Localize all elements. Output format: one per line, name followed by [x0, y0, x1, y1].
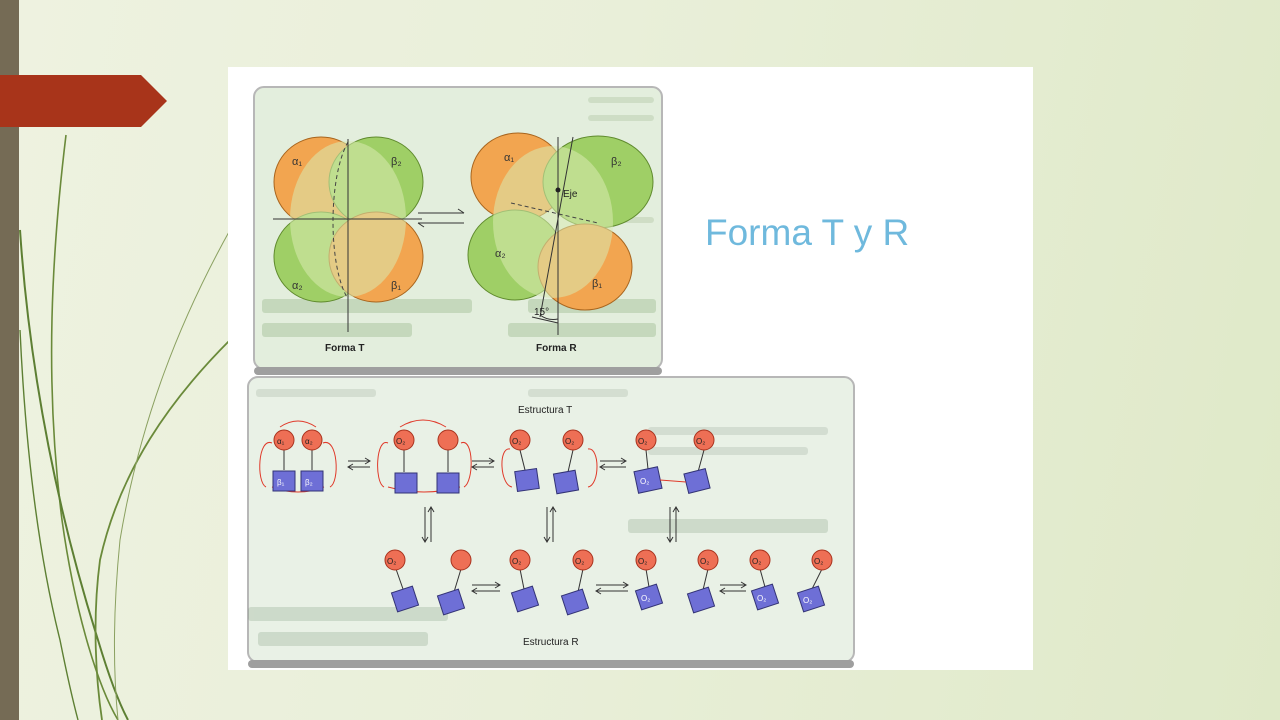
r1-o2-label: O₂	[387, 557, 396, 566]
forma-r-alpha1-label: α₁	[504, 152, 514, 164]
forma-r-beta2-label: β₂	[611, 156, 622, 168]
estructura-r-label: Estructura R	[523, 637, 579, 648]
slide-title: Forma T y R	[705, 212, 910, 253]
r-state-group-1: O₂	[384, 549, 472, 616]
r4-o2-label-3: O₂	[757, 594, 766, 603]
panel-forma-t-r: α₁ β₂ α₂ β₁ Forma T	[253, 86, 663, 375]
forma-t-beta1-label: β₁	[391, 280, 401, 292]
forma-t-label: Forma T	[325, 343, 364, 354]
estructura-t-label: Estructura T	[518, 405, 572, 416]
t1-alpha2-label: α₂	[305, 437, 313, 446]
t-state-group-3: O₂ O₂	[501, 429, 598, 495]
t4-o2-label-3: O₂	[640, 477, 649, 486]
faded-background-text	[248, 389, 828, 646]
forma-t-beta2-label: β₂	[391, 156, 402, 168]
forma-t-alpha1-label: α₁	[292, 156, 302, 168]
r3-o2-label-3: O₂	[641, 594, 650, 603]
r3-o2-label-1: O₂	[638, 557, 647, 566]
sidebar-bar	[0, 0, 19, 720]
r2-o2-label-2: O₂	[575, 557, 584, 566]
r4-o2-label-4: O₂	[803, 596, 812, 605]
forma-r-axis-label: Eje	[563, 189, 578, 200]
row-t-arrows	[347, 457, 627, 471]
t-state-group-1: α₁ α₂ β₁ β₂	[259, 420, 337, 493]
t2-o2-label: O₂	[396, 437, 405, 446]
forma-r-label: Forma R	[536, 343, 577, 354]
r3-o2-label-2: O₂	[700, 557, 709, 566]
equilibrium-arrows-top	[417, 208, 465, 228]
r2-o2-label-1: O₂	[512, 557, 521, 566]
r-state-group-2: O₂ O₂	[509, 549, 594, 616]
r4-o2-label-1: O₂	[752, 557, 761, 566]
diagram-forma-r: Eje 15° α₁ β₂ α₂ β₁ Forma R	[467, 132, 654, 354]
r-state-group-3: O₂ O₂ O₂	[634, 549, 719, 614]
decorative-curves	[19, 134, 231, 720]
r4-o2-label-2: O₂	[814, 557, 823, 566]
r-state-group-4: O₂ O₂ O₂ O₂	[749, 549, 833, 613]
t3-o2-label-1: O₂	[512, 437, 521, 446]
t4-o2-label-2: O₂	[696, 437, 705, 446]
forma-t-alpha2-label: α₂	[292, 280, 303, 292]
t-state-group-2: O₂	[377, 419, 472, 494]
t1-beta2-label: β₂	[305, 478, 313, 487]
t1-alpha1-label: α₁	[277, 437, 285, 446]
t1-beta1-label: β₁	[277, 478, 285, 487]
t3-o2-label-2: O₂	[565, 437, 574, 446]
forma-r-angle-label: 15°	[534, 307, 549, 318]
hemoglobin-figure: α₁ β₂ α₂ β₁ Forma T	[228, 67, 1033, 670]
forma-r-beta1-label: β₁	[592, 278, 602, 290]
panel-estructura-t-r: Estructura T Estructura R α₁ α₂ β₁ β₂	[247, 376, 855, 668]
diagram-forma-t: α₁ β₂ α₂ β₁ Forma T	[273, 136, 424, 354]
t4-o2-label-1: O₂	[638, 437, 647, 446]
t-state-group-4: O₂ O₂ O₂	[633, 429, 715, 494]
forma-r-alpha2-label: α₂	[495, 248, 506, 260]
red-accent-tab	[0, 75, 167, 127]
vertical-arrows	[421, 506, 680, 543]
row-r-arrows	[471, 581, 747, 595]
